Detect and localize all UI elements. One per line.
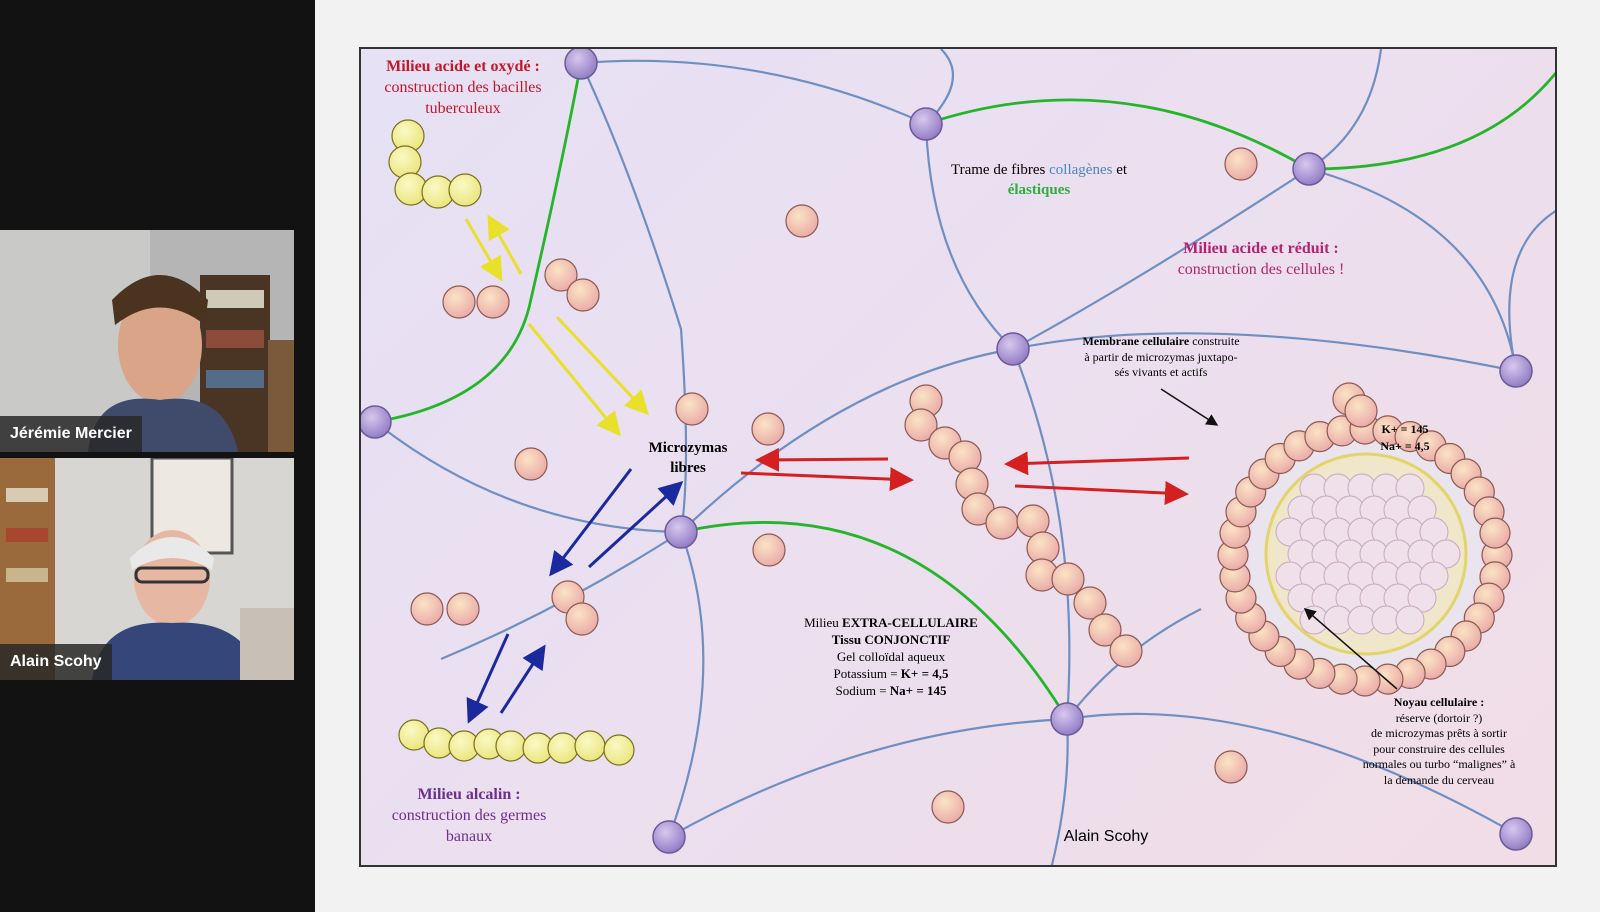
label-extracellular: Milieu EXTRA-CELLULAIRE Tissu CONJONCTIF… — [804, 615, 978, 698]
membrane-microzyma — [1479, 517, 1511, 549]
bacilli-chain — [388, 119, 482, 209]
label-alkaline: Milieu alcalin : construction des germes… — [391, 786, 547, 845]
label-membrane: Membrane cellulaire construite à partir … — [1082, 334, 1240, 380]
slide-diagram: Milieu acide et oxydé : construction des… — [359, 47, 1557, 867]
video-tile-alain[interactable]: Alain Scohy — [0, 458, 294, 680]
participant-video — [0, 230, 294, 452]
participant-name: Alain Scohy — [0, 644, 112, 680]
shared-screen: Milieu acide et oxydé : construction des… — [315, 0, 1600, 912]
label-acid-reduced: Milieu acide et réduit : construction de… — [1177, 240, 1345, 278]
nucleus-microzyma — [1395, 605, 1425, 635]
fiber-nodes — [361, 49, 1533, 854]
red-arrows — [740, 447, 1190, 506]
blue-arrows — [466, 468, 684, 724]
label-acid-oxidized: Milieu acide et oxydé : construction des… — [384, 58, 542, 117]
microzymas-inside — [1332, 382, 1378, 428]
black-arrows — [1160, 388, 1398, 690]
elastic-fibers — [374, 62, 1555, 720]
microzymas-free — [410, 147, 1258, 824]
author-credit: Alain Scohy — [1063, 828, 1149, 845]
participants-panel: Jérémie Mercier Alain Scohy — [0, 0, 315, 912]
label-concentrations: K+ = 145 Na+ = 4,5 — [1380, 422, 1430, 453]
participant-video — [0, 458, 294, 680]
cell-nucleus — [1264, 452, 1468, 656]
membrane-chain — [904, 384, 1143, 668]
participant-name: Jérémie Mercier — [0, 416, 142, 452]
video-tile-jeremie[interactable]: Jérémie Mercier — [0, 230, 294, 452]
label-free-microzymas: Microzymas libres — [648, 440, 728, 476]
label-nucleus: Noyau cellulaire : réserve (dortoir ?) d… — [1362, 695, 1516, 787]
germs-chain — [398, 719, 635, 766]
collagen-fibers — [374, 49, 1555, 865]
label-fibers: Trame de fibres collagènes et élastiques — [950, 162, 1128, 198]
yellow-arrows — [464, 214, 650, 437]
diagram-canvas — [361, 49, 1555, 865]
